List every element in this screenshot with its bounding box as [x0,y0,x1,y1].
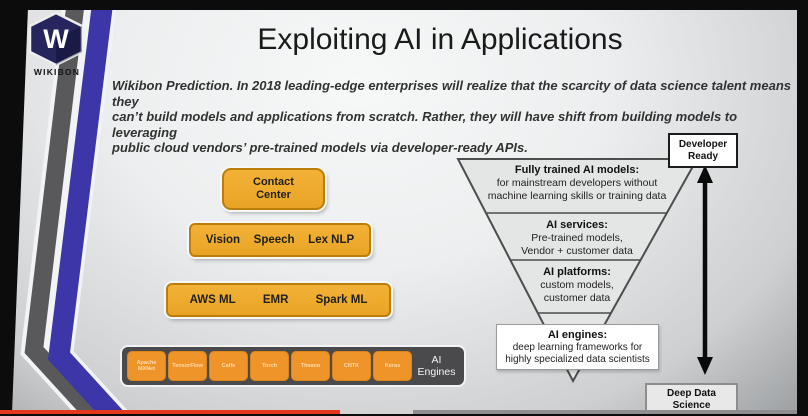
deep-data-science-line1: Deep Data [667,387,716,399]
video-progress-bar[interactable] [0,410,797,414]
ai-services-row: Vision Speech Lex NLP [189,223,371,257]
framework-chip-cntk: CNTK [332,351,371,381]
funnel-section-line: Vendor + customer data [521,245,633,257]
developer-ready-line1: Developer [678,138,728,150]
ai-platforms-row: AWS ML EMR Spark ML [166,283,391,317]
slide-title: Exploiting AI in Applications [257,23,623,56]
funnel-section-line: deep learning frameworks for [512,341,643,353]
funnel-section-title: AI engines: [547,329,608,341]
service-speech: Speech [253,234,295,246]
funnel-section-fully-trained: Fully trained AI models: for mainstream … [447,164,707,203]
prediction-line-1: Wikibon Prediction. In 2018 leading-edge… [112,78,791,109]
slide: W WIKIBON Exploiting AI in Applications … [0,10,797,413]
service-vision: Vision [205,234,241,246]
service-lex-nlp: Lex NLP [308,234,355,246]
funnel-section-ai-engines: AI engines: deep learning frameworks for… [496,324,659,370]
hexagon-logo-icon [28,12,84,66]
funnel-section-line: Pre-trained models, [531,232,623,244]
developer-ready-box: Developer Ready [668,133,738,168]
platform-emr: EMR [262,294,289,306]
funnel-diagram [456,158,713,384]
funnel-section-line: highly specialized data scientists [505,354,650,365]
prediction-paragraph: Wikibon Prediction. In 2018 leading-edge… [112,78,797,156]
funnel-section-line: machine learning skills or training data [487,190,667,202]
framework-chip-keras: Keras [373,351,412,381]
funnel-section-line: customer data [543,292,611,304]
funnel-section-ai-platforms: AI platforms: custom models, customer da… [447,266,707,305]
platform-aws-ml: AWS ML [189,294,236,306]
progress-buffered-segment [340,410,413,414]
deep-data-science-box: Deep Data Science [645,383,738,413]
funnel-section-title: AI platforms: [543,266,611,278]
framework-chip-theano: Theano [291,351,330,381]
wikibon-logo: W WIKIBON [26,12,88,82]
prediction-line-2: can’t build models and applications from… [112,109,738,140]
ai-engines-bar: Apache MXNet TensorFlow Caffe Torch Thea… [122,347,464,385]
framework-chip-caffe: Caffe [209,351,248,381]
progress-played-segment [0,410,340,414]
platform-spark-ml: Spark ML [315,294,368,306]
funnel-section-line: custom models, [540,279,614,291]
developer-to-data-science-arrow [697,165,713,375]
funnel-section-line: for mainstream developers without [496,177,658,189]
deep-data-science-line2: Science [672,399,711,411]
contact-center-line1: Contact [253,176,294,188]
logo-letter: W [43,24,69,54]
framework-chip-tensorflow: TensorFlow [168,351,207,381]
framework-chip-apache-mxnet: Apache MXNet [127,351,166,381]
ai-engines-label: AI Engines [417,354,456,378]
contact-center-line2: Center [256,189,291,201]
developer-ready-line2: Ready [687,150,718,162]
logo-wordmark: WIKIBON [33,67,81,77]
framework-chip-torch: Torch [250,351,289,381]
contact-center-box: Contact Center [222,168,325,210]
funnel-section-title: Fully trained AI models: [514,164,640,176]
prediction-line-3: public cloud vendors’ pre-trained models… [112,140,528,155]
funnel-section-ai-services: AI services: Pre-trained models, Vendor … [447,219,707,258]
funnel-section-title: AI services: [546,219,608,231]
